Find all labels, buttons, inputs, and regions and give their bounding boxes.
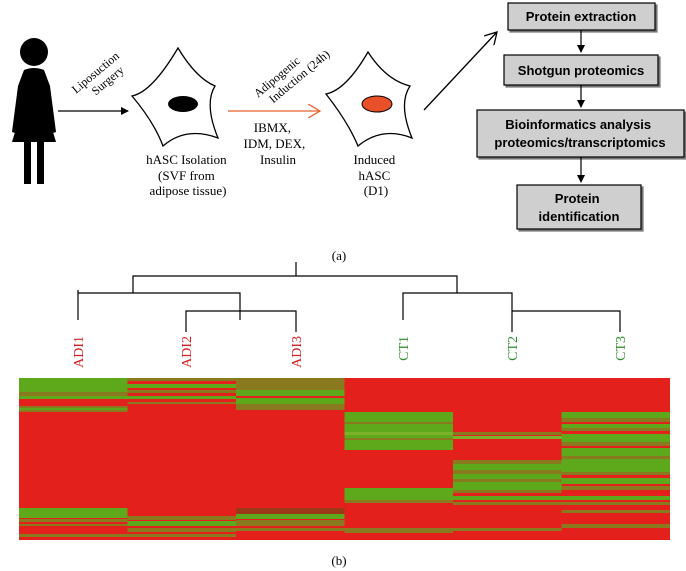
- sample-label-adi3: ADI3: [290, 336, 305, 368]
- heatmap-band: [561, 442, 670, 446]
- caption-a: (a): [332, 248, 346, 263]
- heatmap-band: [344, 500, 453, 503]
- heatmap-band: [453, 502, 562, 505]
- heatmap-band: [236, 528, 345, 531]
- heatmap-band: [236, 390, 345, 396]
- sample-label-ct1: CT1: [397, 336, 412, 361]
- heatmap-band: [453, 490, 562, 493]
- arrow-to-flowchart: [423, 32, 497, 111]
- heatmap-band: [236, 508, 345, 514]
- heatmap-band: [561, 502, 670, 505]
- heatmap-band: [19, 396, 128, 399]
- induced-nucleus: [361, 95, 393, 113]
- heatmap-band: [127, 528, 236, 532]
- heatmap-band: [453, 432, 562, 435]
- heatmap-band: [236, 398, 345, 404]
- heatmap-band: [236, 514, 345, 519]
- induction-label: Adipogenic Induction (24h): [251, 36, 333, 111]
- heatmap-band: [127, 516, 236, 520]
- isolation-label: hASC Isolation (SVF from adipose tissue): [146, 152, 230, 198]
- heatmap-band: [453, 474, 562, 479]
- hasc-cell: [130, 46, 220, 148]
- flow-box-bioinformatics: Bioinformatics analysis proteomics/trans…: [476, 109, 685, 158]
- sample-label-adi2: ADI2: [180, 336, 195, 368]
- heatmap-band: [453, 464, 562, 470]
- heatmap-band: [561, 428, 670, 431]
- heatmap-band: [127, 390, 236, 393]
- sample-label-adi1: ADI1: [72, 336, 87, 368]
- heatmap-band: [561, 486, 670, 490]
- heatmap-band: [344, 412, 453, 420]
- panel-a: Liposuction Surgery hASC Isolation (SVF …: [12, 2, 685, 263]
- heatmap-band: [236, 378, 345, 390]
- hasc-nucleus: [168, 96, 198, 112]
- svg-text:Protein extraction: Protein extraction: [526, 9, 637, 24]
- sample-label-ct3: CT3: [614, 336, 629, 361]
- heatmap-band: [19, 408, 128, 410]
- sample-labels: ADI1 ADI2 ADI3 CT1 CT2 CT3: [72, 336, 629, 368]
- heatmap-band: [127, 521, 236, 526]
- heatmap-band: [127, 384, 236, 388]
- svg-text:Shotgun proteomics: Shotgun proteomics: [518, 63, 644, 78]
- heatmap-band: [453, 479, 562, 482]
- heatmap-band: [127, 396, 236, 399]
- heatmap-band: [453, 482, 562, 490]
- heatmap-band: [561, 434, 670, 442]
- heatmap-band: [561, 456, 670, 459]
- flow-box-protein-extraction: Protein extraction: [507, 2, 656, 31]
- dendrogram: [77, 262, 621, 332]
- woman-icon: [12, 38, 56, 184]
- heatmap-band: [19, 524, 128, 526]
- svg-text:Bioinformatics analysis: Bioinformatics analysis proteomics/trans…: [494, 117, 665, 150]
- heatmap-band: [561, 472, 670, 475]
- heatmap-band: [561, 478, 670, 484]
- caption-b: (b): [331, 553, 346, 568]
- heatmap-band: [127, 534, 236, 537]
- heatmap-band: [561, 424, 670, 428]
- heatmap-band: [453, 460, 562, 464]
- heatmap-band: [453, 528, 562, 531]
- reagents-label: IBMX, IDM, DEX, Insulin: [244, 120, 309, 167]
- heatmap-band: [561, 412, 670, 418]
- heatmap-band: [344, 528, 453, 533]
- heatmap-band: [453, 496, 562, 500]
- heatmap-band: [561, 510, 670, 513]
- heatmap-band: [453, 436, 562, 439]
- heatmap-band: [561, 418, 670, 422]
- heatmap-band: [19, 392, 128, 396]
- liposuction-label: Liposuction Surgery: [69, 47, 133, 107]
- heatmap-band: [561, 496, 670, 500]
- induced-label: Induced hASC (D1): [353, 152, 398, 198]
- heatmap-band: [19, 508, 128, 518]
- heatmap-band: [344, 432, 453, 435]
- heatmap-band: [19, 534, 128, 537]
- heatmap-band: [19, 378, 128, 392]
- heatmap-band: [127, 378, 236, 381]
- heatmap-band: [561, 524, 670, 528]
- panel-b: ADI1 ADI2 ADI3 CT1 CT2 CT3 (b): [19, 262, 670, 568]
- heatmap-band: [236, 404, 345, 410]
- heatmap-band: [344, 422, 453, 424]
- heatmap-band: [561, 466, 670, 472]
- svg-text:Protein identification: Protein identification: [539, 191, 620, 224]
- flow-box-shotgun-proteomics: Shotgun proteomics: [503, 54, 659, 86]
- heatmap-band: [127, 402, 236, 404]
- sample-label-ct2: CT2: [506, 336, 521, 361]
- heatmap-band: [453, 470, 562, 474]
- heatmap-band: [344, 488, 453, 500]
- flow-box-protein-identification: Protein identification: [516, 184, 642, 230]
- heatmap-band: [344, 438, 453, 440]
- heatmap-band: [236, 520, 345, 526]
- heatmap-band: [19, 519, 128, 522]
- heatmap: [19, 378, 670, 540]
